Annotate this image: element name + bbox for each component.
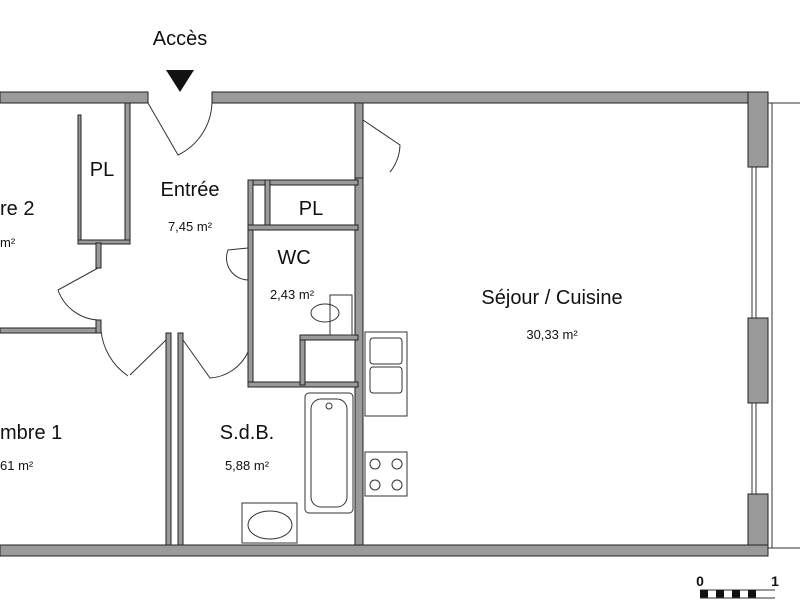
chambre1-door-arc	[100, 329, 129, 377]
wall-pl-left-inner	[77, 114, 82, 244]
right-wall-top	[747, 91, 769, 168]
chambre2-door	[57, 267, 99, 321]
room-name-chambre2: re 2	[0, 198, 34, 220]
closet-label-left: PL	[90, 159, 114, 181]
room-name-chambre1: mbre 1	[0, 422, 62, 444]
room-name-entree: Entrée	[161, 179, 220, 201]
room-area-sdb: 5,88 m²	[225, 458, 270, 473]
sdb-door	[182, 339, 249, 379]
wall-pl-left-bottom	[77, 239, 131, 245]
wall-chambre1-sdb	[165, 332, 172, 546]
scale-bar: 0 1	[696, 573, 779, 599]
top-wall-left	[0, 91, 149, 104]
bottom-wall	[0, 544, 769, 557]
wall-wc-duct-top	[299, 334, 359, 341]
room-name-sdb: S.d.B.	[220, 422, 274, 444]
wall-pl-inner	[264, 179, 271, 231]
doors	[57, 102, 401, 379]
room-name-sejour: Séjour / Cuisine	[481, 287, 622, 309]
wall-entree-sejour	[354, 177, 364, 546]
room-area-chambre1: 61 m²	[0, 458, 34, 473]
wall-entree-sejour-top	[354, 102, 364, 179]
chambre1-door	[129, 339, 167, 376]
room-area-wc: 2,43 m²	[270, 287, 315, 302]
wall-stub	[95, 242, 102, 269]
wall-between-bedrooms	[0, 327, 102, 334]
wall-wc-duct	[299, 334, 306, 386]
room-area-sejour: 30,33 m²	[526, 327, 578, 342]
closet-label-right: PL	[299, 198, 323, 220]
wall-stub-2	[95, 319, 102, 334]
access-label: Accès	[153, 28, 207, 50]
wall-pl-left-right	[124, 102, 131, 244]
fixtures	[241, 294, 408, 544]
entry-door	[147, 102, 213, 156]
room-area-entree: 7,45 m²	[168, 219, 213, 234]
wall-wc-left	[247, 179, 254, 386]
room-name-wc: WC	[277, 247, 310, 269]
interior-walls	[0, 102, 364, 546]
scale-label-end: 1	[771, 573, 779, 589]
bathtub	[304, 392, 354, 514]
right-wall-middle	[747, 317, 769, 404]
sejour-door	[362, 119, 401, 173]
access-arrow-icon	[166, 70, 194, 92]
toilet	[329, 294, 353, 336]
room-area-chambre2: m²	[0, 235, 16, 250]
kitchen-sink	[364, 331, 408, 417]
washbasin	[241, 502, 298, 544]
windows	[751, 102, 800, 549]
outer-walls	[0, 91, 769, 557]
wall-wc-top	[247, 224, 359, 231]
wall-sdb-left	[177, 332, 184, 546]
cooktop	[364, 451, 408, 497]
top-wall-right	[211, 91, 769, 104]
scale-label-start: 0	[696, 573, 704, 589]
wc-door	[225, 247, 249, 281]
